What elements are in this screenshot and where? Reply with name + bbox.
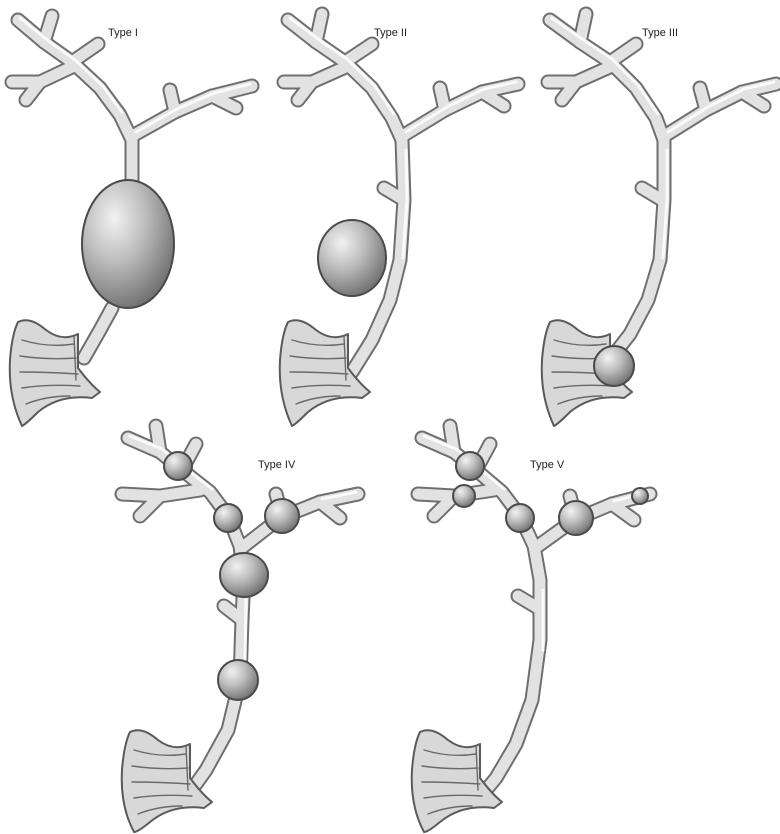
cyst-intrahepatic-1 <box>164 452 192 480</box>
panel-type-3: Type III <box>542 14 776 426</box>
panel-type-1: Type I <box>10 16 252 426</box>
biliary-tree-type-2 <box>284 14 518 372</box>
cyst-intrahepatic-5 <box>632 488 648 504</box>
panel-label-type-3: Type III <box>642 27 678 39</box>
cyst-choledochocele <box>594 346 634 386</box>
cyst-intrahepatic-2 <box>214 504 242 532</box>
panel-type-2: Type II <box>280 14 518 426</box>
biliary-tree-type-4 <box>122 426 358 784</box>
panel-label-type-2: Type II <box>374 27 407 39</box>
panel-label-type-1: Type I <box>108 27 138 39</box>
cyst-supraduodenal-diverticulum <box>318 220 386 296</box>
panel-type-4: Type IV <box>122 426 358 832</box>
panel-type-5: Type V <box>412 426 650 832</box>
panel-label-type-5: Type V <box>530 459 565 471</box>
cyst-intrahepatic-3 <box>506 504 534 532</box>
biliary-tree-type-5 <box>418 426 650 790</box>
cyst-intrahepatic-1 <box>456 452 484 480</box>
cyst-intrahepatic-2 <box>453 485 475 507</box>
cyst-intrahepatic-3 <box>265 499 299 533</box>
cyst-extrahepatic <box>218 660 258 700</box>
biliary-tree-type-3 <box>548 14 776 352</box>
duodenum-type-1 <box>10 320 100 426</box>
panel-label-type-4: Type IV <box>258 459 296 471</box>
cyst-intrahepatic-4 <box>559 501 593 535</box>
cyst-extrahepatic-fusiform <box>82 180 174 308</box>
cyst-hilar <box>220 553 268 597</box>
